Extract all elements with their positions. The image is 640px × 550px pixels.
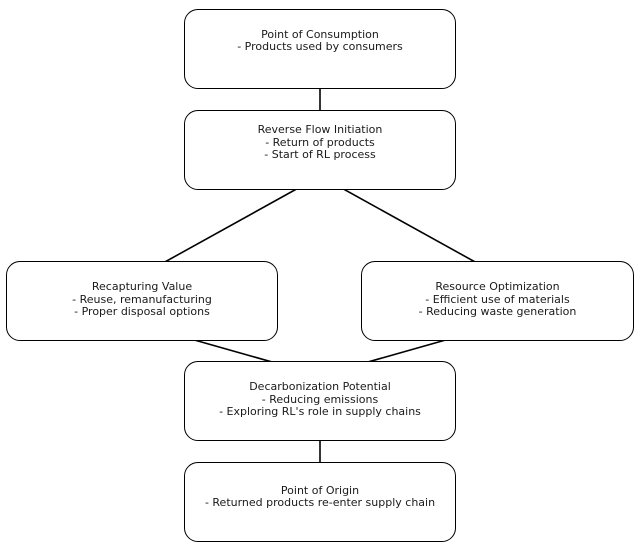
node-reverse-flow-initiation: Reverse Flow Initiation - Return of prod… bbox=[184, 110, 456, 190]
node-decarbonization-potential: Decarbonization Potential - Reducing emi… bbox=[184, 361, 456, 441]
node-detail: - Reducing waste generation bbox=[418, 305, 577, 319]
node-resource-optimization: Resource Optimization - Efficient use of… bbox=[361, 261, 634, 341]
node-title: Recapturing Value bbox=[91, 280, 193, 294]
node-title: Decarbonization Potential bbox=[249, 380, 391, 394]
node-detail: - Exploring RL's role in supply chains bbox=[219, 405, 421, 419]
node-title: Point of Consumption bbox=[261, 27, 379, 41]
arrow-initiation-to-resource bbox=[319, 175, 496, 274]
node-recapturing-value: Recapturing Value - Reuse, remanufacturi… bbox=[6, 261, 278, 341]
node-detail: - Returned products re-enter supply chai… bbox=[204, 496, 436, 509]
node-detail: - Products used by consumers bbox=[237, 40, 403, 53]
node-detail: - Reuse, remanufacturing bbox=[72, 292, 212, 306]
node-detail: - Efficient use of materials bbox=[425, 292, 570, 306]
node-title: Point of Origin bbox=[280, 483, 360, 497]
node-detail: - Return of products bbox=[265, 135, 375, 149]
node-detail: - Start of RL process bbox=[264, 148, 376, 162]
node-detail: - Proper disposal options bbox=[74, 305, 210, 319]
arrow-initiation-to-recapture bbox=[144, 175, 321, 274]
node-title: Resource Optimization bbox=[435, 280, 560, 294]
node-point-of-consumption: Point of Consumption - Products used by … bbox=[184, 9, 456, 89]
node-detail: - Reducing emissions bbox=[261, 392, 379, 406]
node-point-of-origin: Point of Origin - Returned products re-e… bbox=[184, 462, 456, 542]
node-title: Reverse Flow Initiation bbox=[257, 123, 383, 137]
